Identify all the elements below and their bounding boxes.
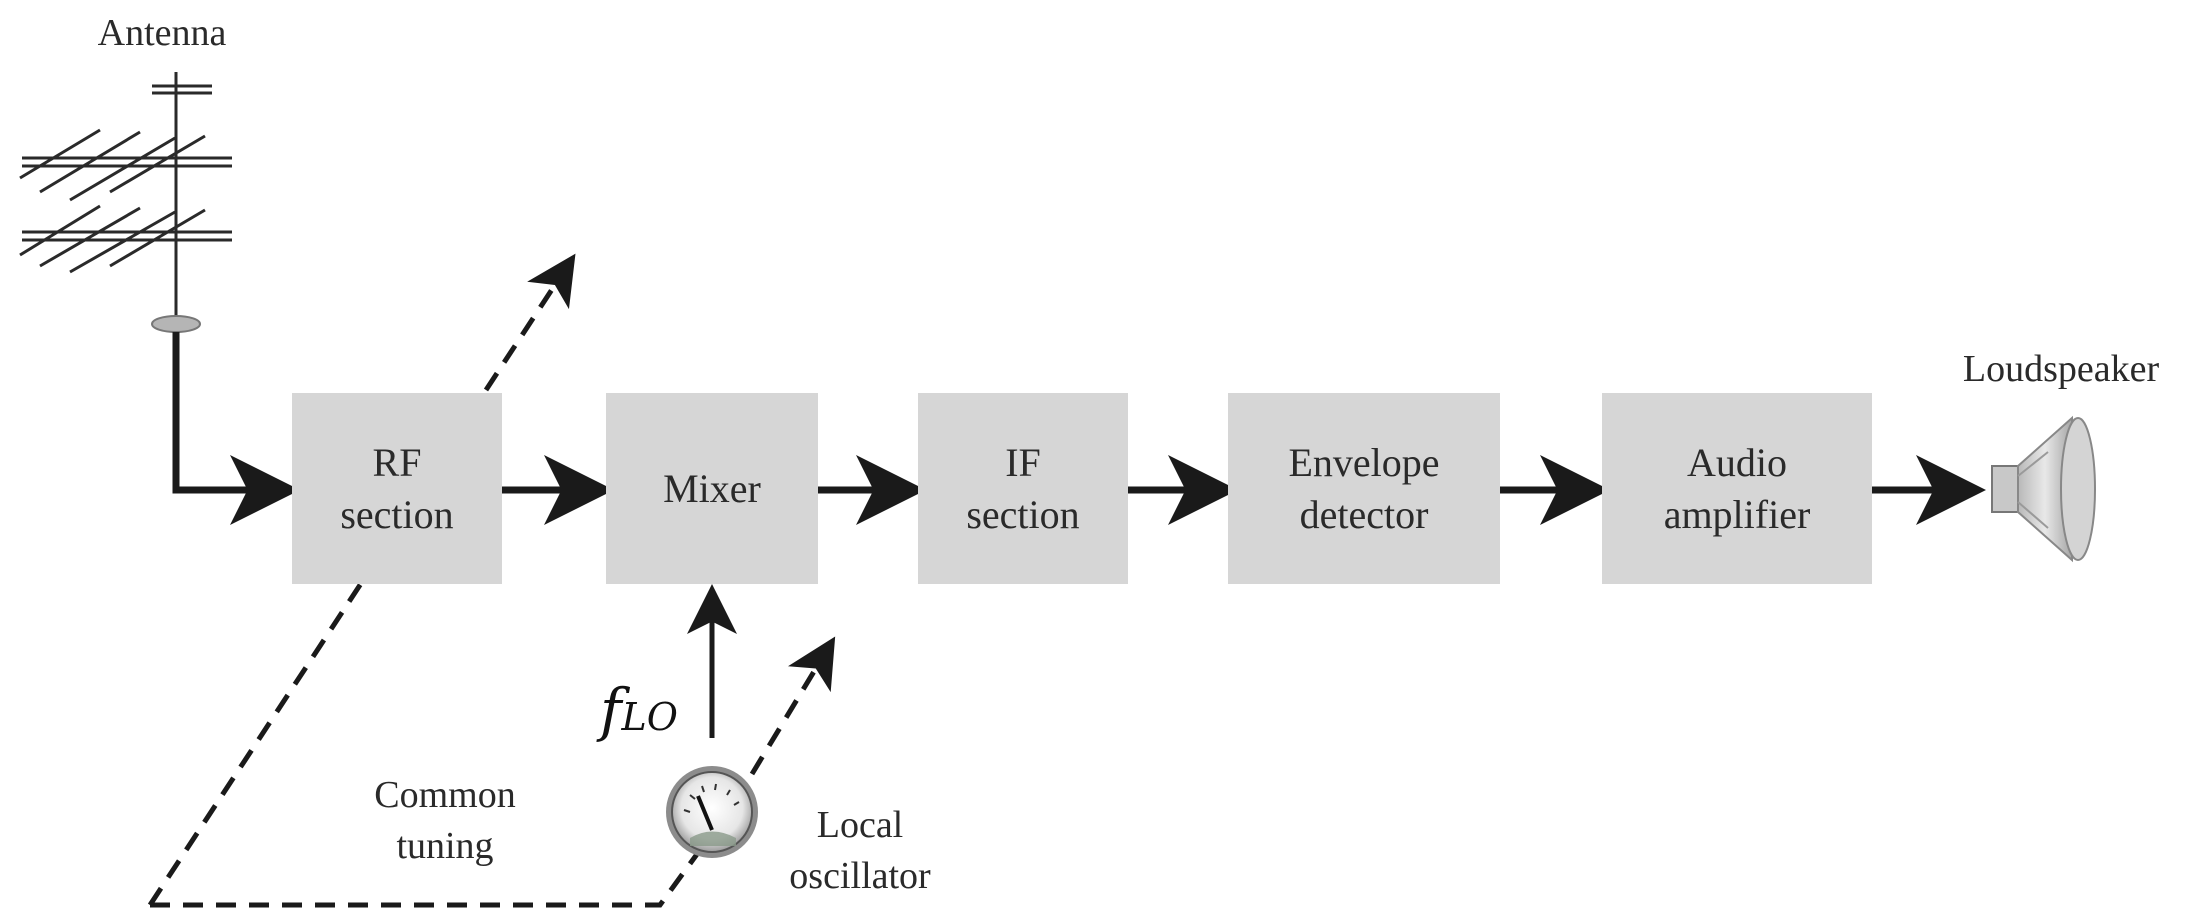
- rf-section-line2: section: [340, 491, 454, 537]
- antenna-base-icon: [151, 315, 201, 333]
- mixer-block: Mixer: [606, 393, 818, 584]
- local-oscillator-line2: oscillator: [789, 855, 931, 898]
- audio-amplifier-block: Audio amplifier: [1602, 393, 1872, 584]
- envelope-detector-line1: Envelope: [1288, 440, 1440, 486]
- if-section-line1: IF: [1005, 440, 1041, 486]
- loudspeaker-label: Loudspeaker: [1962, 348, 2160, 390]
- envelope-detector-block: Envelope detector: [1228, 393, 1500, 584]
- local-oscillator-dial-icon: [666, 766, 758, 858]
- common-tuning-line2: tuning: [396, 825, 494, 868]
- envelope-detector-line2: detector: [1299, 491, 1429, 537]
- f-lo-base: f: [600, 676, 622, 744]
- audio-amplifier-line2: amplifier: [1663, 491, 1811, 537]
- mixer-label: Mixer: [663, 465, 761, 511]
- rf-section-block: RF section: [292, 393, 502, 584]
- antenna-icon: [19, 72, 232, 318]
- common-tuning-linkage: [147, 253, 836, 908]
- common-tuning-label: Common tuning: [330, 770, 560, 873]
- rf-section-line1: RF: [372, 440, 422, 486]
- audio-amplifier-line1: Audio: [1687, 440, 1787, 486]
- local-oscillator-line1: Local: [816, 804, 904, 846]
- f-lo-subscript: LO: [621, 695, 678, 739]
- if-section-block: IF section: [918, 393, 1128, 584]
- antenna-feed-arrow: [172, 332, 300, 525]
- if-section-line2: section: [966, 491, 1080, 537]
- antenna-label: Antenna: [97, 12, 227, 54]
- f-lo-label: fLO: [600, 676, 678, 744]
- loudspeaker-icon: [1991, 415, 2096, 563]
- common-tuning-line1: Common: [374, 774, 516, 816]
- local-oscillator-label: Local oscillator: [762, 800, 958, 903]
